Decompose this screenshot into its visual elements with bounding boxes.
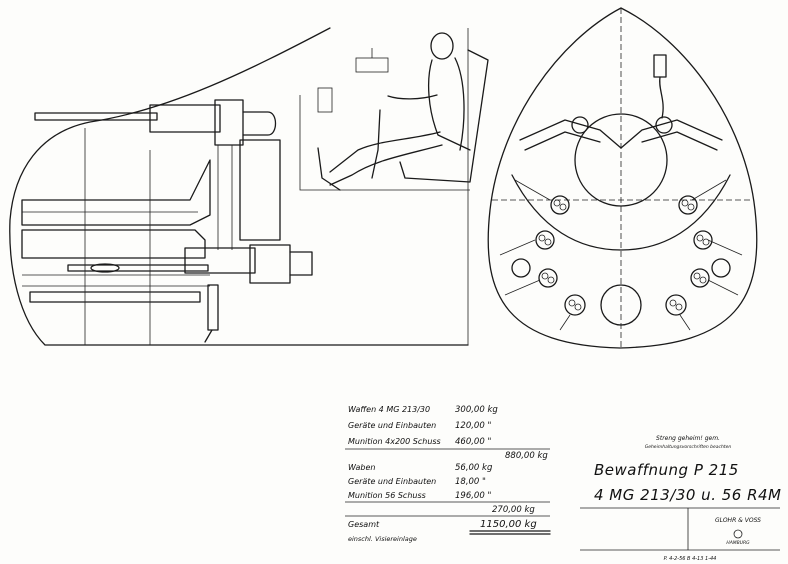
upper-gun-barrel: [34, 112, 158, 121]
cockpit-floor: [299, 95, 470, 191]
rocket-rack: [21, 159, 211, 303]
w4-label: Waben: [348, 463, 375, 472]
drawing-title: Bewaffnung P 215: [594, 461, 739, 479]
w2-label: Geräte und Einbauten: [348, 421, 436, 430]
lower-gun-group: [67, 244, 313, 343]
rocket-bundles: [535, 195, 713, 316]
w1-value: 300,00 kg: [455, 405, 498, 415]
fuselage-outline: [9, 27, 469, 346]
w1-label: Waffen 4 MG 213/30: [348, 405, 430, 414]
upper-gun-group: [34, 99, 281, 250]
rudder-pedal: [317, 147, 341, 191]
w5-value: 18,00 ": [455, 477, 486, 487]
w6-value: 196,00 ": [455, 491, 491, 501]
group2-total: 270,00 kg: [492, 505, 535, 515]
company-logo: [733, 529, 743, 539]
instrument-panel: [317, 87, 333, 113]
weight-table: Waffen 4 MG 213/30 300,00 kg Geräte und …: [345, 405, 551, 543]
lower-gun-barrel: [67, 264, 209, 272]
w5-label: Geräte und Einbauten: [348, 477, 436, 486]
pilot-seat: [399, 49, 489, 183]
company-city: HAMBURG: [726, 540, 750, 546]
w3-label: Munition 4x200 Schuss: [348, 437, 441, 446]
lower-ring: [600, 284, 642, 326]
control-stick: [371, 109, 381, 179]
gun-mounts: [511, 54, 731, 278]
title-block: Streng geheim! gem. Geheimhaltungsvorsch…: [580, 435, 782, 562]
footnote: einschl. Visiereinlage: [348, 535, 417, 543]
footer-ref: P. 4-2-56 B 4-13 1-44: [664, 556, 717, 562]
w2-value: 120,00 ": [455, 421, 491, 431]
rocket-rails: [499, 179, 743, 331]
w3-value: 460,00 ": [455, 437, 491, 447]
pilot-figure: [329, 32, 471, 186]
w6-label: Munition 56 Schuss: [348, 491, 426, 500]
classification-stamp: Streng geheim! gem.: [656, 435, 720, 442]
drawing-subtitle: 4 MG 213/30 u. 56 R4M: [594, 486, 782, 504]
ammo-box: [239, 139, 281, 241]
gunsight: [355, 57, 389, 73]
side-view: [9, 27, 489, 346]
fuselage-cross-section: [487, 7, 758, 349]
central-ring: [574, 113, 668, 207]
company-name: GLOHR & VOSS: [715, 517, 761, 524]
w4-value: 56,00 kg: [455, 463, 493, 473]
classification-note: Geheimhaltungsvorschriften beachten: [645, 444, 732, 450]
front-view: [487, 7, 758, 349]
group1-total: 880,00 kg: [505, 451, 548, 461]
grand-total: 1150,00 kg: [480, 519, 537, 530]
total-label: Gesamt: [348, 520, 380, 529]
